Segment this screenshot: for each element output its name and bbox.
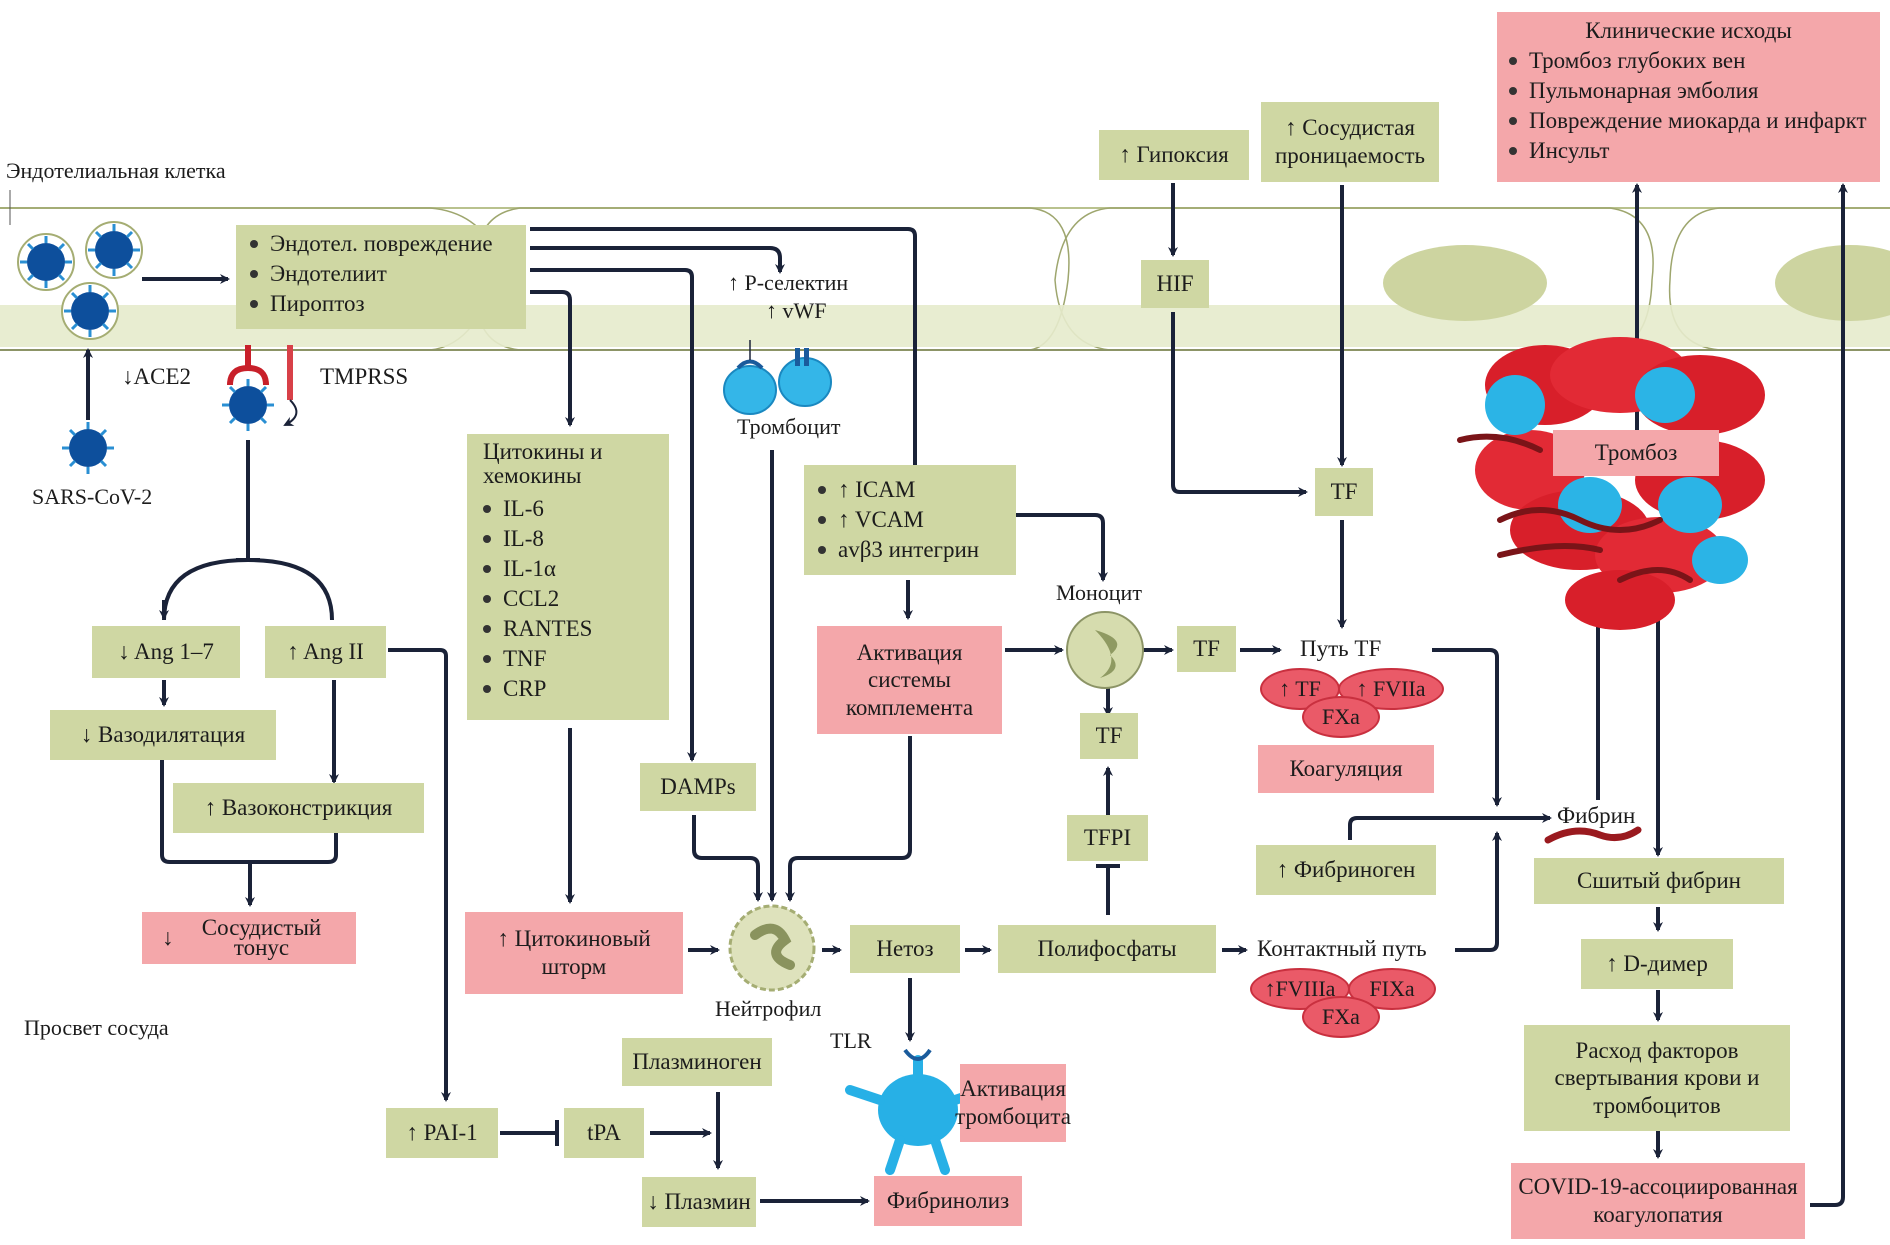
tfpi-box: TFPI: [1067, 815, 1148, 861]
factor-oval-fxa: FXa: [1302, 696, 1380, 738]
plasmin-box: ↓ Плазмин: [642, 1177, 756, 1227]
platelet-activation-box: Активация тромбоцита: [955, 1064, 1071, 1142]
clinical-outcomes-box: Клинические исходы Тромбоз глубоких вен …: [1497, 12, 1880, 182]
infected-cell-icon: [85, 221, 143, 279]
fibrin-label: Фибрин: [1557, 803, 1636, 828]
complement-activation-box: Активация системы комплемента: [817, 626, 1002, 734]
vascular-permeability-box: ↑ Сосудистая проницаемость: [1261, 102, 1439, 182]
covid-coagulopathy-box: COVID-19-ассоциированная коагулопатия: [1511, 1163, 1805, 1239]
list-item: Инсульт: [1509, 136, 1880, 166]
cytokines-title: Цитокины и хемокины: [483, 439, 603, 488]
thrombus-icon: [1457, 337, 1765, 630]
damps-box: DAMPs: [640, 763, 756, 811]
bound-virus-icon: [220, 377, 276, 433]
ang-ii-box: ↑ Ang II: [265, 626, 386, 678]
platelet-label: Тромбоцит: [737, 414, 841, 439]
tlr-label: TLR: [830, 1028, 872, 1053]
tf-box-monocyte: TF: [1177, 626, 1236, 672]
infected-cell-icon: [61, 282, 119, 340]
ang-1-7-box: ↓ Ang 1–7: [92, 626, 240, 678]
sars-cov-2-virus-icon: [60, 420, 116, 476]
platelet-icon: [778, 348, 832, 407]
monocyte-label: Моноцит: [1056, 580, 1142, 605]
factor-oval-fxa: FXa: [1302, 996, 1380, 1038]
monocyte-icon: [1066, 611, 1144, 689]
thrombosis-box: Тромбоз: [1553, 430, 1719, 476]
sars-cov-2-label: SARS-CoV-2: [32, 484, 153, 509]
list-item: IL-6: [483, 494, 669, 524]
list-item: ↑ ICAM: [818, 475, 1016, 505]
factor-oval-fixa: FIXa: [1348, 968, 1436, 1010]
tf-path-label: Путь TF: [1300, 636, 1382, 661]
d-dimer-box: ↑ D-димер: [1581, 939, 1733, 989]
list-item: ↑ VCAM: [818, 505, 1016, 535]
list-item: avβ3 интегрин: [818, 535, 1016, 565]
list-item: Пироптоз: [250, 289, 526, 319]
tf-box-below: TF: [1080, 713, 1138, 759]
factor-consumption-box: Расход факторов свертывания крови и тром…: [1524, 1025, 1790, 1131]
vwf-label: ↑ vWF: [766, 298, 827, 323]
vessel-lumen-label: Просвет сосуда: [24, 1015, 169, 1040]
coagulation-box: Коагуляция: [1258, 745, 1434, 793]
down-arrow-icon: ↓: [162, 925, 174, 951]
list-item: Эндотелиит: [250, 259, 526, 289]
tf-box-top: TF: [1315, 468, 1373, 516]
neutrophil-label: Нейтрофил: [715, 996, 822, 1021]
adhesion-molecules-box: ↑ ICAM ↑ VCAM avβ3 интегрин: [804, 465, 1016, 575]
vascular-tone-box: ↓ Сосудистый тонус: [142, 912, 356, 964]
neutrophil-icon: [728, 904, 816, 992]
list-item: RANTES: [483, 614, 669, 644]
list-item: CRP: [483, 674, 669, 704]
arc-ang: [162, 558, 334, 621]
fibrin-strand-icon: [1544, 826, 1642, 844]
vascular-tone-text: Сосудистый тонус: [201, 915, 322, 960]
list-item: TNF: [483, 644, 669, 674]
ace2-label: ↓ACE2: [122, 364, 191, 389]
list-item: IL-1α: [483, 554, 669, 584]
polyphosphates-box: Полифосфаты: [998, 925, 1216, 973]
fibrinogen-box: ↑ Фибриноген: [1256, 845, 1436, 895]
p-selectin-label: ↑ P-селектин: [728, 270, 849, 295]
clinical-outcomes-title: Клинические исходы: [1585, 18, 1792, 43]
cytokine-storm-box: ↑ Цитокиновый шторм: [465, 912, 683, 994]
vasodilation-box: ↓ Вазодилятация: [50, 710, 276, 760]
endothelial-damage-box: Эндотел. повреждение Эндотелиит Пироптоз: [236, 225, 526, 329]
infected-cell-icon: [17, 233, 75, 291]
fibrinolysis-box: Фибринолиз: [874, 1176, 1022, 1226]
endothelial-cell-label: Эндотелиальная клетка: [6, 158, 226, 183]
vasoconstriction-box: ↑ Вазоконстрикция: [173, 783, 424, 833]
cytokines-box: Цитокины и хемокины IL-6 IL-8 IL-1α CCL2…: [467, 434, 669, 720]
tmprss-label: TMPRSS: [320, 364, 409, 389]
list-item: CCL2: [483, 584, 669, 614]
list-item: Пульмонарная эмболия: [1509, 76, 1880, 106]
crosslinked-fibrin-box: Сшитый фибрин: [1534, 858, 1784, 904]
hypoxia-box: ↑ Гипоксия: [1099, 130, 1249, 180]
platelet-icon: [723, 340, 777, 415]
contact-path-label: Контактный путь: [1257, 936, 1427, 961]
ace2-receptor-icon: [227, 345, 269, 386]
list-item: IL-8: [483, 524, 669, 554]
plasminogen-box: Плазминоген: [622, 1038, 772, 1086]
tpa-box: tPA: [564, 1108, 644, 1158]
hif-box: HIF: [1141, 260, 1209, 308]
list-item: Тромбоз глубоких вен: [1509, 46, 1880, 76]
list-item: Повреждение миокарда и инфаркт: [1509, 106, 1880, 136]
list-item: Эндотел. повреждение: [250, 229, 526, 259]
netosis-box: Нетоз: [850, 925, 960, 973]
pai-1-box: ↑ PAI-1: [386, 1108, 498, 1158]
